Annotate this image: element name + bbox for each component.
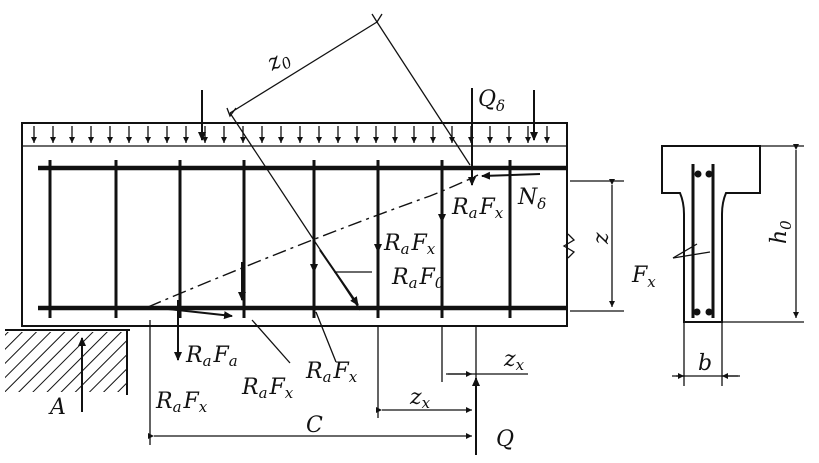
label-q-delta: Qδ bbox=[478, 87, 505, 115]
dimension-z bbox=[562, 179, 624, 312]
label-ra-fx-bottom-left: RaFx bbox=[155, 389, 208, 416]
label-c: C bbox=[306, 413, 323, 438]
label-q: Q bbox=[496, 427, 514, 452]
label-h0: h0 bbox=[767, 220, 795, 244]
label-ra-fx-top: RaFx bbox=[451, 195, 504, 222]
label-ra-f0: RaF0 bbox=[391, 265, 445, 292]
label-n-delta: Nδ bbox=[517, 185, 546, 213]
label-zx-bottom: zx bbox=[409, 385, 431, 412]
beam-outline bbox=[21, 122, 568, 327]
distributed-load bbox=[31, 126, 550, 143]
support bbox=[5, 329, 130, 395]
label-zx-right: zx bbox=[503, 347, 525, 374]
bottom-bar-force-arrow bbox=[149, 306, 233, 320]
dimension-zx-right bbox=[441, 326, 528, 382]
leader-ra-fx-1 bbox=[251, 319, 291, 364]
cross-section bbox=[661, 144, 804, 386]
bent-bar-force-arrow bbox=[319, 249, 359, 306]
label-ra-fx-mid: RaFx bbox=[383, 231, 436, 258]
label-b: b bbox=[698, 351, 712, 376]
n-delta-arrow bbox=[481, 171, 541, 180]
inclined-crack-line bbox=[147, 174, 479, 308]
label-fx-section: Fx bbox=[631, 263, 656, 291]
label-a: A bbox=[48, 395, 66, 420]
label-z0: z0 bbox=[262, 44, 295, 79]
dimension-c bbox=[148, 320, 472, 445]
dimension-zx-bottom bbox=[376, 326, 472, 418]
label-z: z bbox=[589, 232, 614, 245]
leader-ra-fx-2 bbox=[315, 311, 337, 363]
label-ra-fx-bottom-right: RaFx bbox=[305, 359, 358, 386]
label-ra-fa: RaFa bbox=[185, 343, 238, 370]
label-ra-fx-bottom-mid: RaFx bbox=[241, 375, 294, 402]
